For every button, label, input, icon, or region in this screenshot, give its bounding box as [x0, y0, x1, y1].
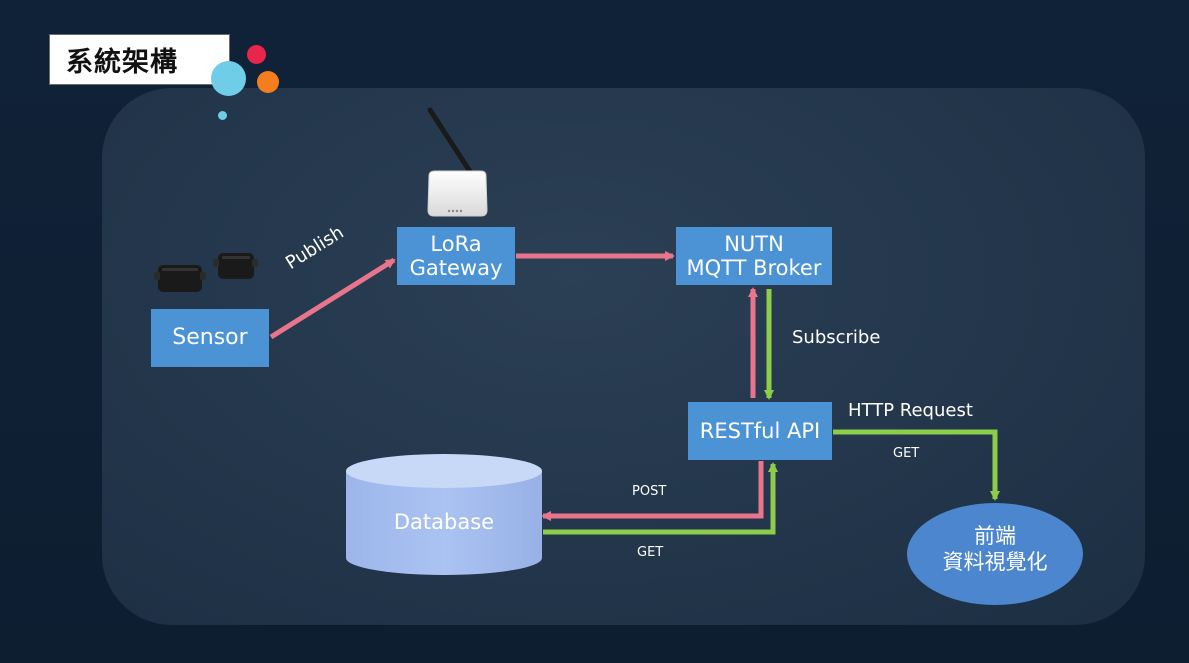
http-request-arrow	[833, 429, 1000, 501]
sensor-node: Sensor	[151, 309, 269, 367]
black-sensor-device-icon	[213, 253, 258, 279]
database-label: Database	[393, 510, 495, 534]
api-label: RESTful API	[699, 418, 821, 443]
broker-label-line-2: MQTT Broker	[686, 256, 822, 280]
black-sensor-device-icon	[154, 265, 206, 292]
publish-arrow	[269, 257, 396, 340]
restful-api-node: RESTful API	[688, 402, 832, 460]
post-label: POST	[632, 484, 667, 499]
frontend-label-line-1: 前端	[974, 524, 1016, 548]
http-request-label: HTTP Request	[848, 400, 973, 421]
gateway-label-line-2: Gateway	[409, 256, 503, 280]
gateway-label-line-1: LoRa	[430, 231, 482, 256]
subscribe-label: Subscribe	[792, 327, 881, 348]
cyan-dot-decoration	[211, 61, 246, 96]
frontend-label-line-2: 資料視覺化	[942, 550, 1048, 574]
orange-dot-decoration	[257, 71, 279, 93]
slide-title: 系統架構	[49, 34, 230, 85]
lora-gateway-node: LoRa Gateway	[397, 227, 515, 285]
sensor-label: Sensor	[172, 325, 248, 351]
get-db-label: GET	[637, 545, 664, 560]
get-frontend-label: GET	[893, 446, 920, 461]
database-cylinder	[346, 454, 542, 575]
get-db-arrow	[543, 462, 778, 535]
frontend-ellipse	[907, 503, 1083, 605]
post-arrow	[541, 461, 764, 521]
router-with-antenna-icon	[427, 107, 488, 217]
broker-label-line-1: NUTN	[724, 231, 784, 256]
red-dot-decoration	[247, 45, 266, 64]
mqtt-broker-node: NUTN MQTT Broker	[676, 227, 832, 285]
small-cyan-dot-decoration	[218, 111, 227, 120]
